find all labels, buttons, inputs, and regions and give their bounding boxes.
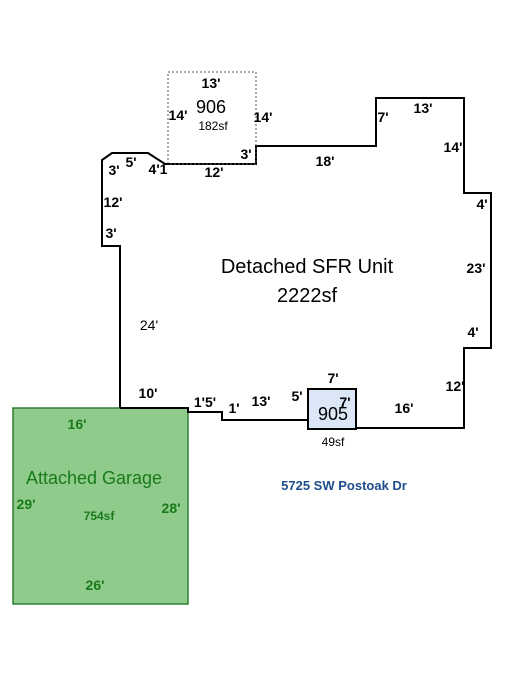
dim-5-a: 5' [291,388,302,404]
main-unit-name: Detached SFR Unit [221,256,394,278]
garage-dim-right: 28' [162,500,181,516]
main-unit-outline [101,97,492,429]
dim-24: 24' [140,317,158,333]
garage-area: 754sf [84,509,116,523]
dim-3-a: 3' [240,146,251,162]
garage-name: Attached Garage [26,468,162,488]
dim-12-b: 12' [446,378,465,394]
dim-10: 10' [139,385,158,401]
garage-dim-top: 16' [68,416,87,432]
dim-1-5: 1'5' [194,394,216,410]
dim-13-b: 13' [252,393,271,409]
room-906-number: 906 [196,97,226,117]
garage-dim-left: 29' [17,496,36,512]
main-unit-area: 2222sf [277,285,337,307]
room-905-number: 905 [318,404,348,424]
dim-905-top: 7' [327,370,338,386]
dim-906-top: 13' [202,75,221,91]
dim-3-b: 3' [105,225,116,241]
room-905-box [307,388,357,430]
attached-garage-area [12,407,189,605]
dim-14-a: 14' [444,139,463,155]
dim-13-a: 13' [414,100,433,116]
dim-5-b: 5' [125,154,136,170]
dim-1-a: 1' [228,400,239,416]
dim-4-a: 4' [476,196,487,212]
room-906-outline [167,71,257,165]
dim-906-left: 14' [169,107,188,123]
dim-7-a: 7' [377,109,388,125]
dim-906-right: 14' [254,109,273,125]
dim-4-b: 4' [467,324,478,340]
dim-23: 23' [467,260,486,276]
dim-16-a: 16' [395,400,414,416]
room-906-area: 182sf [198,119,228,133]
dim-12-c: 12' [104,194,123,210]
dim-4-1: 4'1 [149,161,168,177]
dim-18: 18' [316,153,335,169]
garage-dim-bottom: 26' [86,577,105,593]
dim-3-c: 3' [108,162,119,178]
dim-12-a: 12' [205,164,224,180]
property-address: 5725 SW Postoak Dr [281,478,407,493]
dim-905-inner: 7' [339,394,350,410]
room-905-area: 49sf [322,435,345,449]
